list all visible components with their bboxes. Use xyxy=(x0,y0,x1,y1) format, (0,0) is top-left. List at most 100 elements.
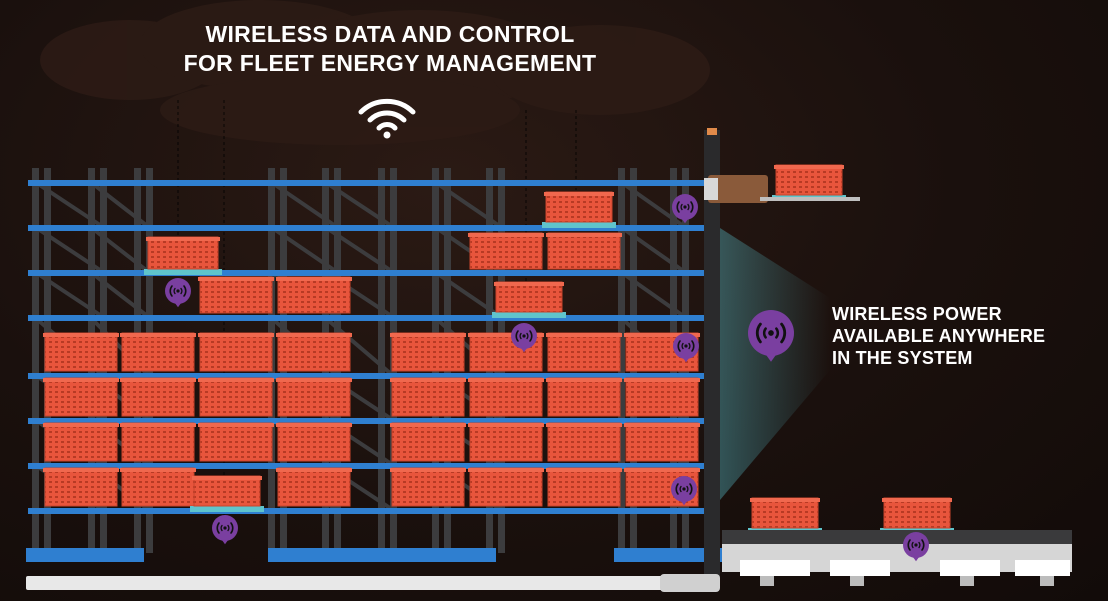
robot-pad xyxy=(144,269,222,275)
badge-tail xyxy=(680,500,688,506)
badge-dot xyxy=(682,487,686,491)
robot-crate xyxy=(751,497,819,529)
badge-dot xyxy=(914,543,918,547)
crate-rim xyxy=(468,333,544,337)
crate-rim xyxy=(468,423,544,427)
crate xyxy=(44,377,118,417)
crate xyxy=(469,377,543,417)
crate-rim xyxy=(198,378,274,382)
callout-line-2: AVAILABLE ANYWHERE xyxy=(832,326,1046,346)
badge-dot xyxy=(684,344,688,348)
crate-rim xyxy=(276,277,352,281)
crate xyxy=(469,422,543,462)
crate-rim xyxy=(198,333,274,337)
crate-rim xyxy=(546,423,622,427)
crate-rim xyxy=(198,423,274,427)
rack-upright xyxy=(32,168,39,553)
rack-shelf xyxy=(28,508,718,514)
crate xyxy=(391,467,465,507)
crate-rim xyxy=(120,423,196,427)
badge-waves xyxy=(907,539,925,551)
robot-pad xyxy=(190,506,264,512)
page-title: WIRELESS DATA AND CONTROL FOR FLEET ENER… xyxy=(150,20,630,78)
badge-waves-inner xyxy=(220,524,230,532)
rack-foot xyxy=(614,548,674,562)
crate xyxy=(199,276,273,314)
crate xyxy=(547,467,621,507)
title-line-1: WIRELESS DATA AND CONTROL xyxy=(205,21,575,47)
rack-foot xyxy=(84,548,144,562)
badge-waves-inner xyxy=(519,332,529,340)
crate xyxy=(277,377,351,417)
crate-rim xyxy=(43,468,119,472)
badge-waves xyxy=(515,330,533,342)
crate-rim xyxy=(43,333,119,337)
crate xyxy=(44,467,118,507)
rack-shelf xyxy=(28,373,718,379)
badge-tail xyxy=(765,353,777,362)
robot-crate-rim xyxy=(750,498,820,502)
crate-rim xyxy=(468,378,544,382)
robot-pad xyxy=(492,312,566,318)
crate xyxy=(44,422,118,462)
rack-foot xyxy=(268,548,328,562)
badge-waves xyxy=(216,522,234,534)
crate-rim xyxy=(546,233,622,237)
badge-dot xyxy=(176,289,180,293)
crate-rim xyxy=(390,378,466,382)
badge-tail xyxy=(174,302,182,308)
crate xyxy=(121,377,195,417)
crate-rim xyxy=(276,333,352,337)
badge-waves-inner xyxy=(679,485,689,493)
wifi-icon xyxy=(358,98,416,139)
lift-tower xyxy=(704,128,860,585)
badge-tail xyxy=(520,347,528,353)
floor-shuttle xyxy=(660,574,720,592)
wireless-power-icon xyxy=(748,310,794,362)
badge-dot xyxy=(223,526,227,530)
wireless-power-icon xyxy=(165,278,191,308)
rack-foot xyxy=(26,548,86,562)
badge-waves xyxy=(675,483,693,495)
background-cloud xyxy=(40,0,710,145)
robot-crate-rim xyxy=(192,476,262,480)
wireless-power-badges xyxy=(165,194,929,562)
robot-crate xyxy=(883,497,951,529)
robot-crate-rim xyxy=(882,498,952,502)
badge-tail xyxy=(912,556,920,562)
rack-foot xyxy=(326,548,386,562)
badge-waves-inner xyxy=(762,327,780,339)
crate-rim xyxy=(43,378,119,382)
robot-pad xyxy=(542,222,616,228)
crate xyxy=(391,377,465,417)
robot-crate xyxy=(775,164,843,196)
wireless-power-icon xyxy=(673,333,699,363)
badge-waves xyxy=(677,340,695,352)
robot-crate-rim xyxy=(544,192,614,196)
rack-foot xyxy=(436,548,496,562)
badge-tail xyxy=(682,357,690,363)
robot-crate xyxy=(147,236,219,270)
crate xyxy=(547,232,621,270)
crate-rim xyxy=(276,468,352,472)
rack-shelf xyxy=(28,315,718,321)
rack-shelf xyxy=(28,270,718,276)
crate xyxy=(547,332,621,372)
crate-rim xyxy=(390,333,466,337)
crate xyxy=(469,232,543,270)
rack-shelf xyxy=(28,418,718,424)
crate-rim xyxy=(390,468,466,472)
crate xyxy=(199,422,273,462)
rack-upright xyxy=(618,168,625,553)
crate-rim xyxy=(546,468,622,472)
robot-crate-rim xyxy=(494,282,564,286)
robot-crate-rim xyxy=(146,237,220,241)
badge-tail xyxy=(681,218,689,224)
badge-waves xyxy=(169,285,187,297)
crate xyxy=(625,422,699,462)
badge-dot xyxy=(522,334,526,338)
badge-dot xyxy=(683,205,687,209)
robot-crate xyxy=(495,281,563,313)
wireless-power-callout: WIRELESS POWER AVAILABLE ANYWHERE IN THE… xyxy=(832,303,1102,369)
crate-rim xyxy=(546,378,622,382)
